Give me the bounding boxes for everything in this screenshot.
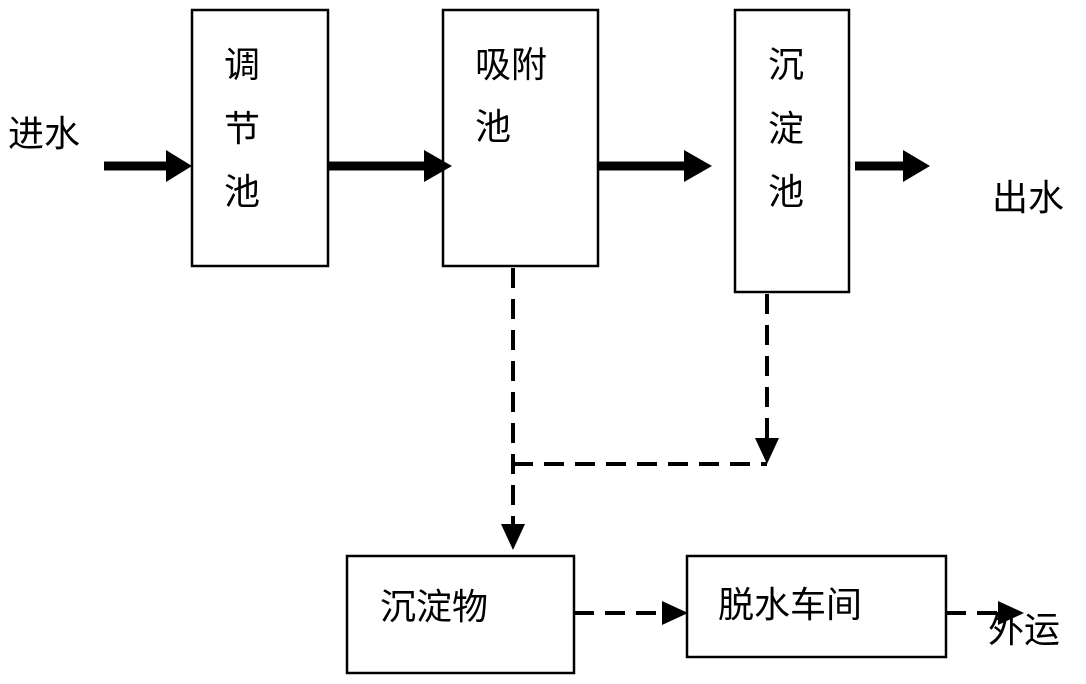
outflow-arrowhead	[903, 150, 930, 182]
adsorption-to-sedimentation-arrowhead	[684, 150, 712, 182]
regulating-tank-char-3: 池	[224, 172, 260, 213]
export-arrowhead	[998, 601, 1024, 625]
sedimentation-tank-box	[733, 8, 851, 294]
adsorption-tank-line-1: 吸附	[475, 45, 547, 86]
inflow-label: 进水	[8, 114, 80, 155]
sedimentation-tank-char-1: 沉	[768, 45, 804, 86]
sedimentation-tank-char-3: 池	[768, 172, 804, 213]
adsorption-tank-line-2: 池	[475, 107, 511, 148]
outflow-label: 出水	[992, 178, 1064, 219]
regulating-tank-box	[190, 8, 330, 268]
inflow-arrowhead	[166, 150, 192, 182]
adsorption-tank-box	[441, 8, 600, 268]
sediment-to-dewatering-arrowhead	[662, 601, 688, 625]
sediment-arrowhead	[501, 524, 525, 550]
sedimentation-sludge-arrowhead	[755, 438, 779, 464]
regulating-tank-char-1: 调	[224, 45, 260, 86]
sedimentation-tank-char-2: 淀	[768, 109, 804, 150]
dewatering-workshop-label: 脱水车间	[718, 585, 862, 626]
regulating-tank-char-2: 节	[224, 109, 260, 150]
dewatering-workshop-box	[685, 554, 948, 659]
regulating-to-adsorption-arrowhead	[424, 150, 452, 182]
sediment-label: 沉淀物	[380, 587, 488, 628]
export-label: 外运	[988, 610, 1060, 651]
